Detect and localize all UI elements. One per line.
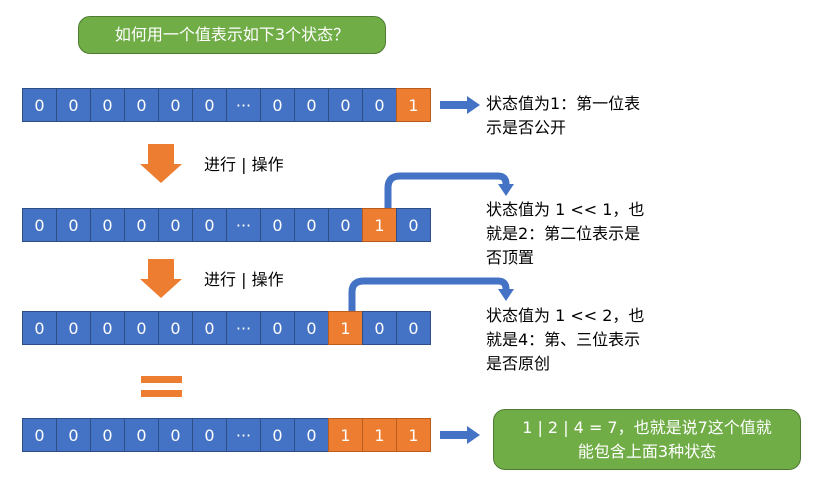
operation-label-2: 进行 | 操作 [204,270,284,289]
equals-icon [141,376,182,397]
bit-cell: 0 [158,418,193,452]
bit-cell: 0 [22,208,57,242]
bit-cell: 0 [90,88,125,122]
bit-cell: 0 [192,418,227,452]
bit-cell: 1 [362,418,397,452]
description-line: 状态值为1：第一位表 [486,94,641,113]
description-line: 状态值为 1 << 2，也 [486,306,645,325]
result-box: 1 | 2 | 4 = 7，也就是说7这个值就 能包含上面3种状态 [493,409,801,470]
bit-cell: 0 [192,311,227,345]
bit-cell: 0 [362,88,397,122]
bit-cell: 0 [192,208,227,242]
bit-cell: 0 [124,311,159,345]
bit-cell: 0 [294,311,329,345]
bit-cell: 0 [90,208,125,242]
down-arrow-icon [140,259,182,298]
bit-cell: 0 [328,88,363,122]
bit-cell: 0 [158,208,193,242]
row-3-description: 状态值为 1 << 2，也 就是4：第、三位表示 是否原创 [486,304,644,376]
bit-cell: 0 [22,418,57,452]
bit-cell: 1 [396,418,431,452]
description-line: 状态值为 1 << 1，也 [486,200,645,219]
bit-cell: 0 [294,208,329,242]
bit-cell: 1 [396,88,431,122]
bit-cell: 0 [124,88,159,122]
bit-cell: 0 [294,88,329,122]
bit-cell: 0 [260,208,295,242]
down-arrow-icon [140,144,182,183]
bit-cell: 0 [362,311,397,345]
bit-cell: 0 [260,311,295,345]
bit-cell: 0 [158,311,193,345]
row-2-description: 状态值为 1 << 1，也 就是2：第二位表示是 否顶置 [486,198,644,270]
bit-cell: 0 [90,418,125,452]
bit-cell: 0 [56,88,91,122]
bit-cell: 0 [56,418,91,452]
bit-cell: ··· [226,88,261,122]
title-box: 如何用一个值表示如下3个状态？ [78,16,386,54]
bit-cell: 0 [260,88,295,122]
bit-cell: 0 [328,208,363,242]
operation-label-1: 进行 | 操作 [204,155,284,174]
bit-cell: ··· [226,311,261,345]
bit-cell: ··· [226,208,261,242]
bit-cell: 0 [22,311,57,345]
description-line: 示是否公开 [486,118,567,137]
bit-cell: 0 [22,88,57,122]
bit-cell: 0 [396,311,431,345]
bit-cell: 0 [56,208,91,242]
description-line: 就是4：第、三位表示 [486,330,641,349]
bit-cell: 0 [396,208,431,242]
bit-cell: 0 [294,418,329,452]
result-line: 1 | 2 | 4 = 7，也就是说7这个值就 [522,417,772,437]
bit-cell: 0 [90,311,125,345]
bit-cell: 0 [124,418,159,452]
right-arrow-icon [440,96,480,114]
result-line: 能包含上面3种状态 [577,441,717,461]
bit-cell: 0 [192,88,227,122]
bit-cell: 1 [362,208,397,242]
bit-cell: 1 [328,418,363,452]
bit-cell: 0 [260,418,295,452]
bit-cell: 0 [158,88,193,122]
bit-cell: 1 [328,311,363,345]
right-arrow-icon [440,426,480,444]
description-line: 就是2：第二位表示是 [486,224,641,243]
title-text: 如何用一个值表示如下3个状态？ [114,25,350,44]
bit-cell: ··· [226,418,261,452]
bit-cell: 0 [124,208,159,242]
bit-cell: 0 [56,311,91,345]
description-line: 否顶置 [486,248,535,267]
row-1-description: 状态值为1：第一位表 示是否公开 [486,92,640,140]
description-line: 是否原创 [486,354,551,373]
